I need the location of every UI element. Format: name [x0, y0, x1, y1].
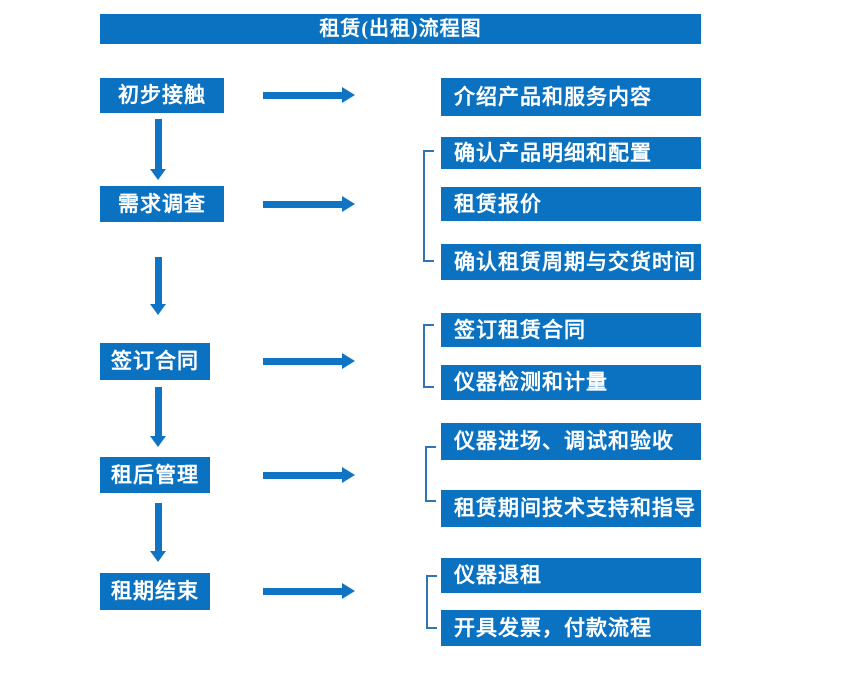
bracket-connector [423, 324, 434, 388]
detail-box-rental-quote: 租赁报价 [441, 187, 701, 221]
flow-arrow-down-icon [150, 387, 167, 447]
stage-box-initial-contact: 初步接触 [100, 78, 224, 113]
detail-box-instrument-setup: 仪器进场、调试和验收 [441, 423, 701, 460]
stage-box-sign-contract: 签订合同 [100, 343, 210, 380]
flow-arrow-right-icon [263, 467, 355, 483]
detail-box-tech-support: 租赁期间技术支持和指导 [441, 490, 701, 527]
stage-box-demand-survey: 需求调查 [100, 186, 224, 222]
flow-arrow-right-icon [263, 583, 355, 599]
bracket-connector [425, 446, 436, 502]
flow-arrow-right-icon [263, 87, 355, 103]
detail-box-confirm-period: 确认租赁周期与交货时间 [441, 244, 701, 280]
flow-arrow-right-icon [263, 196, 355, 212]
bracket-connector [423, 150, 434, 262]
detail-box-confirm-product-spec: 确认产品明细和配置 [441, 137, 701, 169]
flow-arrow-right-icon [263, 353, 355, 369]
stage-box-lease-end: 租期结束 [100, 573, 210, 610]
flow-arrow-down-icon [150, 257, 167, 315]
flowchart-title: 租赁(出租)流程图 [100, 14, 701, 44]
detail-box-introduce-products: 介绍产品和服务内容 [441, 78, 701, 116]
flow-arrow-down-icon [150, 503, 167, 562]
bracket-connector [426, 575, 437, 629]
detail-box-invoice-payment: 开具发票，付款流程 [441, 610, 701, 646]
detail-box-sign-rental-contract: 签订租赁合同 [441, 313, 701, 347]
detail-box-instrument-testing: 仪器检测和计量 [441, 365, 701, 400]
flow-arrow-down-icon [150, 119, 167, 180]
detail-box-instrument-return: 仪器退租 [441, 558, 701, 593]
stage-box-post-rental: 租后管理 [100, 457, 210, 493]
